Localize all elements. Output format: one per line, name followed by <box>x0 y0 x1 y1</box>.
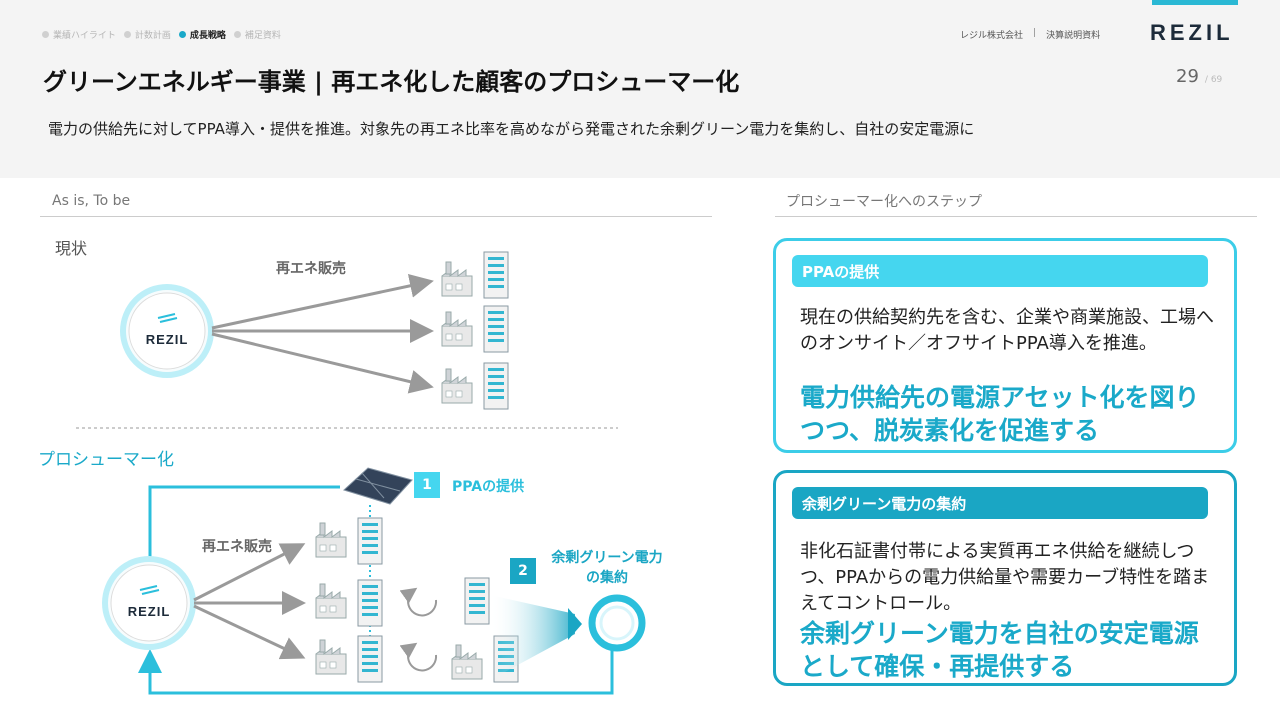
step-card-ppa-body: 現在の供給契約先を含む、企業や商業施設、工場へのオンサイト／オフサイトPPA導入… <box>800 307 1214 354</box>
page-title: グリーンエネルギー事業 | 再エネ化した顧客のプロシューマー化 <box>43 68 740 96</box>
company-info: レジル株式会社 | 決算説明資料 <box>960 28 1100 41</box>
aggregation-arrowhead <box>568 608 582 640</box>
lead-text: 電力の供給先に対してPPA導入・提供を推進。対象先の再エネ比率を高めながら発電さ… <box>48 120 975 138</box>
page-number: 29 / 69 <box>1176 66 1222 87</box>
dot-icon <box>123 31 131 38</box>
company-name: レジル株式会社 <box>960 31 1024 41</box>
breadcrumb: 業績ハイライト 計数計画 成長戦略 補足資料 <box>42 28 281 41</box>
rezil-logo: REZIL <box>1150 20 1234 45</box>
step-card-ppa-head: PPAの提供 <box>792 255 1208 287</box>
power-ring-icon <box>588 594 646 652</box>
customer-group-bottom-1 <box>315 517 383 565</box>
section-divider-right <box>775 216 1257 217</box>
aggregation-beam <box>490 595 575 680</box>
refresh-icons <box>399 587 438 672</box>
step-card-ppa: PPAの提供 現在の供給契約先を含む、企業や商業施設、工場へのオンサイト／オフサ… <box>773 238 1237 453</box>
step-card-ppa-emphasis: 電力供給先の電源アセット化を図りつつ、脱炭素化を促進する <box>800 383 1200 445</box>
rezil-circle-top: REZIL <box>120 284 214 378</box>
step2-badge: 2 <box>510 558 536 584</box>
step1-badge: 1 <box>414 472 440 498</box>
step2-label-line1: 余剰グリーン電力 <box>551 550 663 566</box>
sales-label-top: 再エネ販売 <box>276 261 346 277</box>
step-card-aggregation-body: 非化石証書付帯による実質再エネ供給を継続しつつ、PPAからの電力供給量や需要カー… <box>800 541 1210 614</box>
solar-panel-icon <box>343 467 413 505</box>
customer-group-top-1 <box>441 251 509 299</box>
step-card-aggregation: 余剰グリーン電力の集約 非化石証書付帯による実質再エネ供給を継続しつつ、PPAか… <box>773 470 1237 686</box>
dot-icon <box>42 31 49 38</box>
sales-arrows-top <box>211 274 434 394</box>
customer-group-bottom-2 <box>315 579 383 627</box>
return-line <box>138 632 614 695</box>
steps-section-label: プロシューマー化へのステップ <box>786 194 982 210</box>
breadcrumb-item-plan[interactable]: 計数計画 <box>123 28 171 41</box>
step2-label: 余剰グリーン電力 の集約 <box>542 548 672 588</box>
current-state-label: 現状 <box>55 239 88 258</box>
dot-icon <box>233 31 241 38</box>
document-name: 決算説明資料 <box>1046 31 1101 41</box>
page-sep: / <box>1204 75 1208 85</box>
rezil-logo-bottom: REZIL <box>128 604 171 619</box>
section-divider <box>40 216 712 217</box>
prosumer-label: プロシューマー化 <box>38 450 174 470</box>
step-card-aggregation-head: 余剰グリーン電力の集約 <box>792 487 1208 519</box>
rezil-logo-top: REZIL <box>146 332 189 347</box>
page-total: 69 <box>1210 75 1223 85</box>
customer-group-top-3 <box>441 362 509 410</box>
breadcrumb-item-appendix[interactable]: 補足資料 <box>233 28 281 41</box>
separator: | <box>1033 28 1037 38</box>
page-current: 29 <box>1176 66 1199 87</box>
breadcrumb-item-strategy[interactable]: 成長戦略 <box>178 28 226 41</box>
as-is-to-be-label: As is, To be <box>52 193 131 209</box>
dot-icon <box>178 31 186 38</box>
rezil-circle-bottom: REZIL <box>102 556 196 650</box>
step2-label-line2: の集約 <box>586 570 628 586</box>
header-band <box>0 0 1280 178</box>
step-card-aggregation-emphasis: 余剰グリーン電力を自社の安定電源として確保・再提供する <box>800 619 1199 681</box>
customer-group-bottom-3 <box>315 635 383 683</box>
breadcrumb-item-highlights[interactable]: 業績ハイライト <box>42 28 116 41</box>
step1-label: PPAの提供 <box>452 479 525 495</box>
logo-accent-bar <box>1152 0 1238 5</box>
customer-group-top-2 <box>441 305 509 353</box>
sales-arrows-bottom <box>193 543 306 660</box>
sales-label-bottom: 再エネ販売 <box>202 539 272 555</box>
aggregated-customers <box>451 577 519 683</box>
